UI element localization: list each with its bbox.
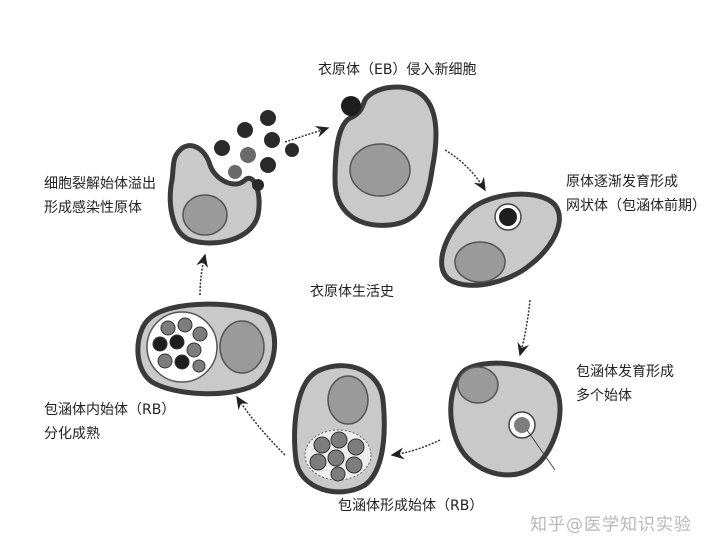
cell-inclusion-rb [292, 363, 387, 495]
label-line: 包涵体内始体（RB） [44, 402, 176, 418]
label-line: 形成感染性原体 [44, 200, 142, 216]
label-line: 衣原体（EB）侵入新细胞 [318, 62, 477, 78]
nucleus [349, 143, 411, 197]
label-rb-mature: 包涵体内始体（RB） 分化成熟 [44, 398, 175, 446]
watermark: 知乎@医学知识实验 [530, 515, 692, 535]
arrow [390, 439, 441, 460]
cell-lysis-release [167, 110, 299, 246]
label-inclusion-develop: 包涵体发育形成 多个始体 [576, 360, 674, 408]
cell-rb-mature [135, 301, 278, 397]
label-eb-entry: 衣原体（EB）侵入新细胞 [318, 58, 476, 82]
label-lysis-release: 细胞裂解始体溢出 形成感染性原体 [44, 172, 156, 220]
label-inclusion-rb: 包涵体形成始体（RB） [338, 494, 483, 518]
label-line: 原体逐渐发育形成 [566, 174, 678, 190]
label-line: 细胞裂解始体溢出 [44, 176, 156, 192]
cell-reticulate-forming [439, 191, 562, 288]
cell-eb-entry [332, 84, 439, 228]
diagram-title: 衣原体生活史 [310, 284, 394, 300]
cell-inclusion-develop [448, 360, 563, 478]
label-line: 包涵体形成始体（RB） [338, 498, 484, 514]
elementary-body [341, 96, 361, 116]
arrow [236, 395, 286, 456]
arrow [517, 299, 531, 357]
arrow [444, 149, 486, 192]
label-line: 网状体（包涵体前期） [566, 198, 706, 214]
cycle-arrows [196, 126, 531, 460]
arrow [284, 126, 330, 143]
label-line: 多个始体 [576, 388, 632, 404]
label-line: 包涵体发育形成 [576, 364, 674, 380]
arrow [196, 253, 208, 296]
label-line: 分化成熟 [44, 426, 100, 442]
label-reticulate-forming: 原体逐渐发育形成 网状体（包涵体前期） [566, 170, 706, 218]
